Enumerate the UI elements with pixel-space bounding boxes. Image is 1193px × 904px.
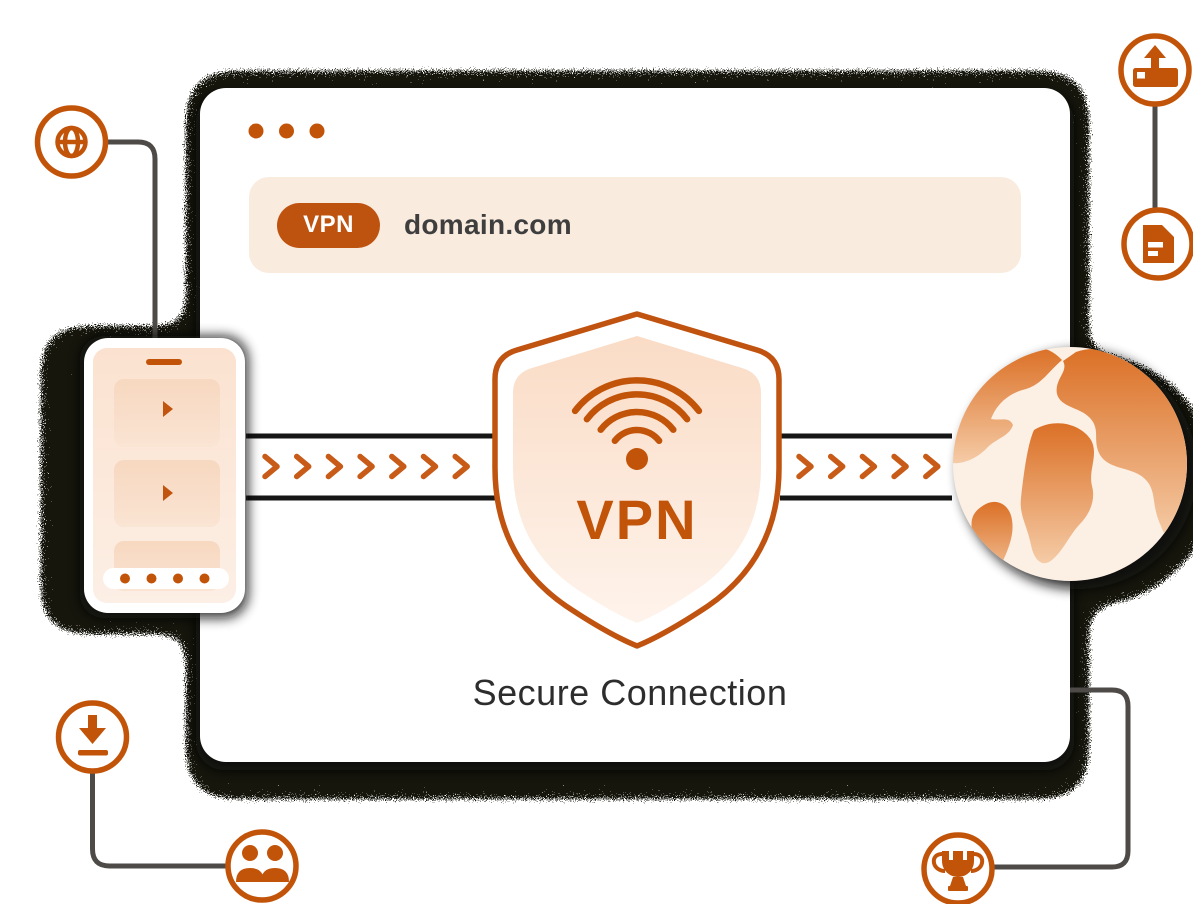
- arrow-chevron-icon: [325, 453, 344, 480]
- window-dot-icon: [279, 123, 294, 139]
- icon-ring: [34, 105, 109, 179]
- connector-lines: [90, 102, 1158, 870]
- shield-label: VPN: [576, 487, 698, 551]
- trophy-icon: [931, 851, 985, 891]
- tunnel-right-arrows: [796, 453, 941, 480]
- vpn-badge-label: VPN: [303, 211, 354, 238]
- arrow-chevron-icon: [293, 453, 312, 480]
- peripheral-icon-download: [55, 700, 130, 774]
- vpn-shield-illustration: [492, 311, 782, 649]
- wifi-icon: [571, 377, 703, 470]
- connector-webglobe-to-card: [103, 139, 158, 353]
- tunnel-left-arrows: [262, 453, 470, 480]
- vpn-badge: VPN: [277, 202, 380, 248]
- window-controls: [248, 123, 325, 139]
- connector-card-to-trophy: [989, 687, 1131, 870]
- upload-drive-icon: [1133, 45, 1178, 87]
- icon-ring: [225, 829, 299, 903]
- arrow-chevron-icon: [827, 453, 846, 480]
- play-icon: [163, 401, 173, 417]
- web-globe-icon: [55, 125, 88, 159]
- download-icon: [78, 715, 108, 756]
- arrow-chevron-icon: [923, 453, 941, 480]
- icon-ring: [1118, 33, 1192, 107]
- address-bar: VPN domain.com: [249, 177, 1021, 273]
- peripheral-icon-document: [1121, 207, 1193, 281]
- window-dot-icon: [309, 123, 325, 139]
- smartphone-illustration: [80, 336, 248, 618]
- icon-ring: [921, 832, 995, 904]
- peripheral-icon-upload: [1118, 33, 1192, 107]
- connector-download-to-users: [90, 770, 229, 869]
- peripheral-icon-trophy: [921, 832, 995, 904]
- arrow-chevron-icon: [357, 453, 375, 480]
- url-text: domain.com: [404, 209, 572, 240]
- globe-continents: [953, 347, 1187, 581]
- navbar-dots: [120, 573, 210, 584]
- arrow-chevron-icon: [389, 453, 407, 480]
- play-icon: [163, 485, 173, 501]
- tunnel-left-pipe: [246, 433, 496, 501]
- users-icon: [236, 845, 289, 882]
- peripheral-icon-users: [225, 829, 299, 903]
- document-icon: [1143, 225, 1174, 263]
- arrow-chevron-icon: [796, 453, 814, 480]
- icon-ring: [55, 700, 130, 774]
- caption-secure-connection: Secure Connection: [472, 672, 788, 713]
- arrow-chevron-icon: [452, 453, 470, 480]
- arrow-chevron-icon: [420, 453, 439, 480]
- arrow-chevron-icon: [262, 453, 280, 480]
- phone-navbar: [103, 568, 229, 589]
- arrow-chevron-icon: [859, 453, 878, 480]
- arrow-chevron-icon: [891, 453, 909, 480]
- phone-speaker-bar: [146, 359, 182, 365]
- window-dot-icon: [248, 123, 264, 139]
- internet-globe-illustration: [953, 347, 1193, 589]
- tunnel-right-pipe: [780, 433, 952, 501]
- icon-ring: [1121, 207, 1193, 281]
- peripheral-icon-web-globe: [34, 105, 109, 179]
